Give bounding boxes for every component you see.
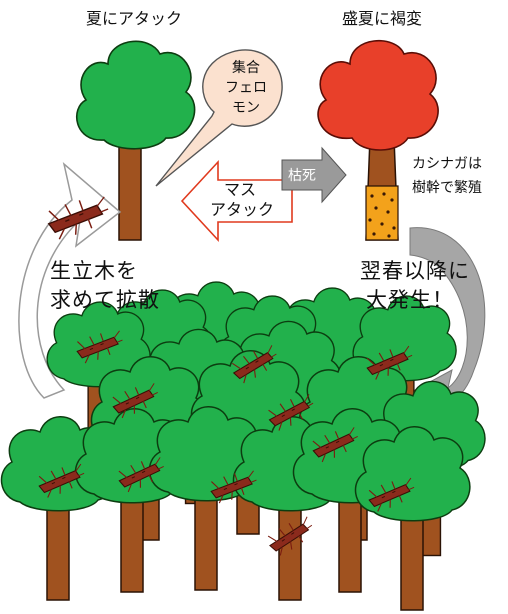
outbreak-line-2: 大発生！	[366, 288, 454, 312]
label-summer-attack: 夏にアタック	[86, 9, 183, 28]
pheromone-line-2: フェロ	[225, 80, 267, 96]
pheromone-line-3: モン	[232, 100, 260, 116]
mass-attack-line-2: アタック	[210, 200, 275, 219]
frass-pile	[365, 185, 399, 241]
label-wilt: 枯死	[288, 168, 316, 184]
browned-tree	[317, 40, 439, 241]
mass-attack-line-1: マス	[224, 180, 257, 199]
pheromone-bubble	[155, 49, 283, 187]
pheromone-line-1: 集合	[232, 60, 260, 76]
label-outbreak: 翌春以降に 大発生！	[360, 257, 470, 315]
label-pheromone: 集合 フェロ モン	[222, 58, 270, 118]
wilt-arrow	[281, 146, 347, 204]
beetle-breeds-line-1: カシナガは	[412, 156, 482, 172]
mass-attack-arrow	[180, 159, 293, 243]
outbreak-line-1: 翌春以降に	[360, 259, 470, 283]
beetle-breeds-line-2: 樹幹で繁殖	[412, 180, 482, 196]
spread-cycle-arrow	[18, 161, 122, 399]
healthy-tree	[75, 40, 196, 241]
label-mass-attack: マス アタック	[210, 180, 274, 220]
spread-line-2: 求めて拡散	[50, 288, 160, 312]
spread-line-1: 生立木を	[50, 259, 138, 283]
label-midsummer-browning: 盛夏に褐変	[342, 9, 423, 28]
label-beetle-breeds: カシナガは 樹幹で繁殖	[412, 152, 482, 200]
forest	[0, 281, 486, 611]
label-spread: 生立木を 求めて拡散	[50, 257, 160, 315]
